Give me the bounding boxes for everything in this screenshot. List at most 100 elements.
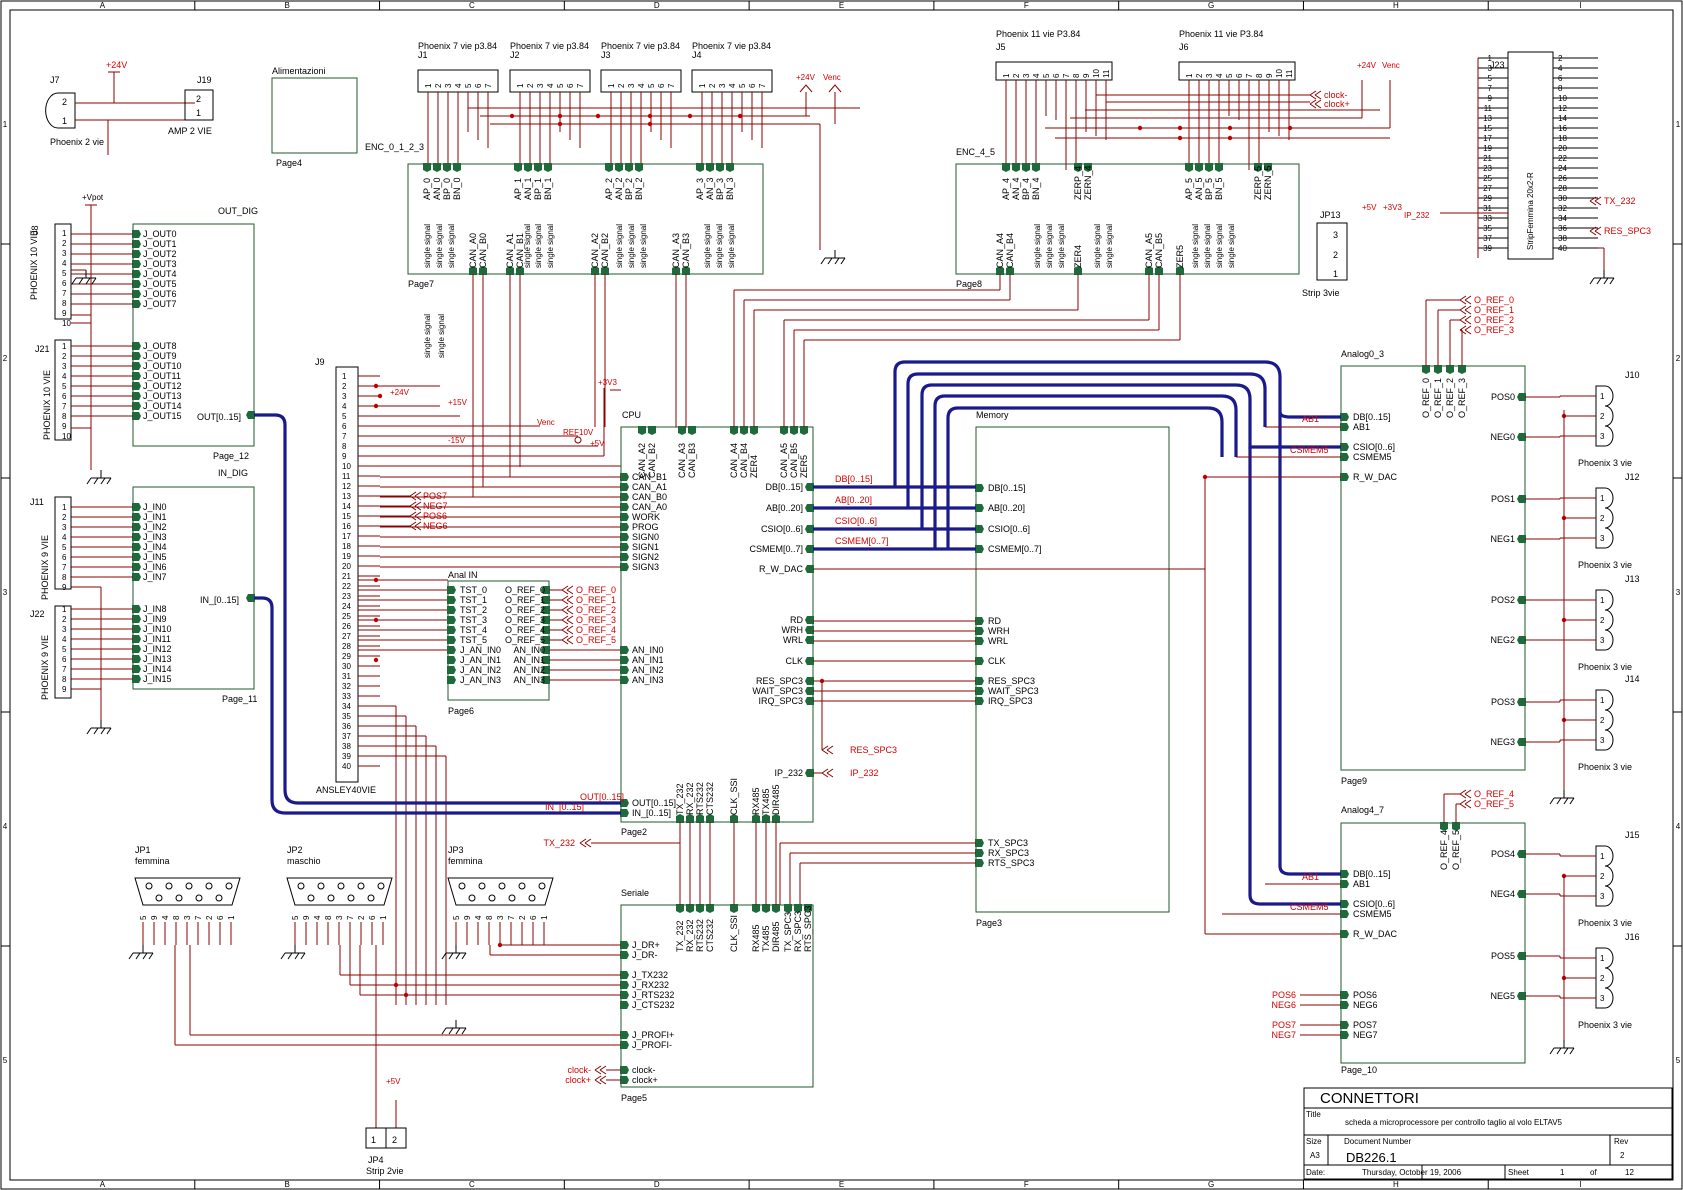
label-text: 8 xyxy=(62,299,67,308)
mem-left-pin: WRH xyxy=(988,626,1010,636)
single-signal-label: single signal xyxy=(639,224,648,268)
label-text: 6 xyxy=(529,915,538,920)
svg-text:PHOENIX 9 VIE: PHOENIX 9 VIE xyxy=(40,635,50,700)
memory-block[interactable]: Memory Page3 DB[0..15]AB[0..20]CSIO[0..6… xyxy=(779,410,1170,928)
label-text: 9 xyxy=(62,685,67,694)
out-pin-label: J_OUT9 xyxy=(143,351,177,361)
pin-marker xyxy=(620,1041,629,1049)
svg-text:Strip 2vie: Strip 2vie xyxy=(366,1166,404,1176)
label-text: 1 xyxy=(379,915,388,920)
analog4-7-block[interactable]: Analog4_7 Page_10 DB[0..15]AB1CSIO[0..6]… xyxy=(1271,789,1526,1075)
enc-pin-label: AP_5 xyxy=(1184,178,1194,200)
pin-marker xyxy=(447,626,456,634)
pin-marker xyxy=(601,266,609,275)
j7-label: Phoenix 2 vie xyxy=(50,137,104,147)
pin-marker xyxy=(686,814,694,823)
label-text: 5 xyxy=(291,915,300,920)
db9-pin xyxy=(357,882,365,890)
cpu-top-pin: CAN_B4 xyxy=(739,443,749,478)
pin-marker xyxy=(805,616,814,624)
wire xyxy=(86,477,92,485)
anal-left-pin: J_AN_IN0 xyxy=(460,645,501,655)
label-text: 7 xyxy=(62,563,67,572)
svg-text:Venc: Venc xyxy=(537,418,555,427)
pin-marker xyxy=(620,1001,629,1009)
pin-marker xyxy=(591,266,599,275)
label-text: 2 xyxy=(1600,716,1605,725)
label-text: 5 xyxy=(464,83,473,88)
cpu-top-pin: ZER4 xyxy=(749,455,759,478)
net-label: NEG6 xyxy=(1271,1000,1296,1010)
label-text: 4 xyxy=(546,83,555,88)
pin-marker xyxy=(620,981,629,989)
enc-pin-label: AN_0 xyxy=(432,177,442,200)
seriale-block[interactable]: Seriale Page5 J_DR+J_DR-J_TX232J_RX232J_… xyxy=(565,822,814,1103)
phoenix7-title: Phoenix 7 vie p3.84 xyxy=(692,41,771,51)
wire xyxy=(1459,325,1472,335)
enc-pin-label: AP_0 xyxy=(422,178,432,200)
pin-marker xyxy=(635,163,643,172)
anal-right-pin: O_REF_1 xyxy=(505,595,545,605)
wire xyxy=(85,277,91,285)
net-label: clock+ xyxy=(565,1075,591,1085)
enc-pin-label: CAN_B0 xyxy=(478,233,488,268)
pin-marker xyxy=(1006,266,1014,275)
enc-pin-label: AN_3 xyxy=(705,177,715,200)
enc-pin-label: ZERN_4 xyxy=(1083,165,1093,200)
anal-left-pin: J_AN_IN3 xyxy=(460,675,501,685)
pin-marker xyxy=(975,525,984,533)
label-text: B xyxy=(284,1,289,10)
in-pin-label: J_IN8 xyxy=(143,604,167,614)
label-text: 3 xyxy=(496,915,505,920)
analog-right-pin: NEG5 xyxy=(1490,991,1515,1001)
net-label: O_REF_1 xyxy=(1474,305,1514,315)
j9-pin-number: 36 xyxy=(342,722,351,731)
label-text: 3 xyxy=(1205,73,1214,78)
db9-pin xyxy=(225,882,233,890)
pin-marker xyxy=(132,513,141,521)
net-label: clock+ xyxy=(1324,99,1350,109)
net-label: POS7 xyxy=(1272,1020,1296,1030)
pin-marker xyxy=(706,163,714,172)
pin-marker xyxy=(975,677,984,685)
in-pin-label: J_IN5 xyxy=(143,552,167,562)
pin-marker xyxy=(132,230,141,238)
jp4-connector: 1 2 JP4 Strip 2vie +5V xyxy=(365,1077,407,1176)
mem-left-pin: CLK xyxy=(988,656,1006,666)
label-text: 1 xyxy=(1600,852,1605,861)
cpu-bottom-pin: DIR485 xyxy=(771,784,781,815)
anal-right-pin: O_REF_3 xyxy=(505,615,545,625)
alimentazioni-block[interactable]: Alimentazioni Page4 xyxy=(271,66,358,168)
j7-connector: J7 2 1 Phoenix 2 vie xyxy=(45,75,195,147)
pin-marker xyxy=(805,504,814,512)
label-text: 9 xyxy=(1265,73,1274,78)
svg-text:ENC_4_5: ENC_4_5 xyxy=(956,147,995,157)
label-text: 7 xyxy=(758,83,767,88)
wire xyxy=(1596,277,1602,285)
pin-marker xyxy=(752,904,760,913)
analog0-3-block[interactable]: Analog0_3 Page9 DB[0..15]AB1CSIO[0..6]CS… xyxy=(1340,295,1526,786)
enc-pin-label: BN_3 xyxy=(725,177,735,200)
svg-text:Page_12: Page_12 xyxy=(213,451,249,461)
db9-pin xyxy=(155,894,163,902)
label-text: 6 xyxy=(62,655,67,664)
enc-pin-label: AN_5 xyxy=(1194,177,1204,200)
junction-dot xyxy=(1287,125,1293,131)
label-text: 5 xyxy=(647,83,656,88)
analog-left-pin: AB1 xyxy=(1353,879,1370,889)
junction-dot xyxy=(737,113,743,119)
pin-marker xyxy=(620,483,629,491)
single-signal-label: single signal xyxy=(1093,224,1102,268)
out-dig-block[interactable]: OUT_DIG Page_12 J_OUT0J_OUT1J_OUT2J_OUT3… xyxy=(132,206,258,461)
cpu-block[interactable]: CPU Page2 CAN_B1CAN_A1CAN_B0CAN_A0WORKPR… xyxy=(380,410,814,837)
in-dig-block[interactable]: IN_DIG Page_11 J_IN0J_IN1J_IN2J_IN3J_IN4… xyxy=(62,468,257,735)
anal-in-block[interactable]: Anal IN Page6 TST_0TST_1TST_2TST_3TST_4T… xyxy=(447,570,621,716)
single-signal-label: single signal xyxy=(1033,224,1042,268)
label-text: 2 xyxy=(205,915,214,920)
analog-top-pin: O_REF_5 xyxy=(1451,830,1461,870)
pin-marker xyxy=(132,645,141,653)
svg-text:StripFemmina 20x2-R: StripFemmina 20x2-R xyxy=(1526,172,1535,250)
net-label: O_REF_0 xyxy=(576,585,616,595)
